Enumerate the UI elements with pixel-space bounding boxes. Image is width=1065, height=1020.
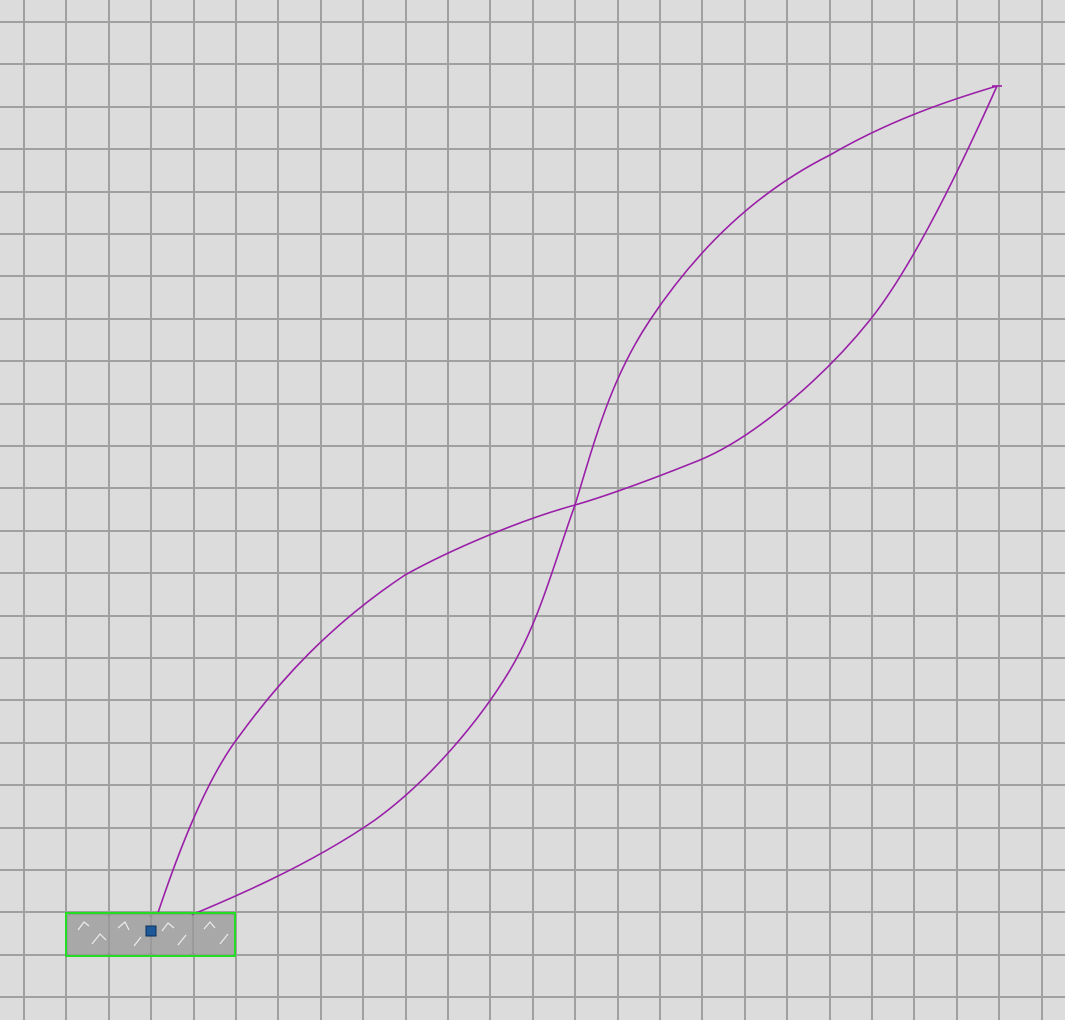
- selected-tile-group[interactable]: [65, 912, 236, 957]
- tile[interactable]: [66, 913, 110, 956]
- path-curve-lower[interactable]: [151, 85, 998, 932]
- tile[interactable]: [108, 913, 152, 956]
- tile[interactable]: [150, 913, 194, 956]
- path-anchor-handle[interactable]: [145, 925, 157, 937]
- selection-outline: [65, 912, 236, 957]
- motion-path[interactable]: [151, 85, 998, 932]
- tile-crack-marks: [77, 921, 229, 947]
- tile[interactable]: [192, 913, 236, 956]
